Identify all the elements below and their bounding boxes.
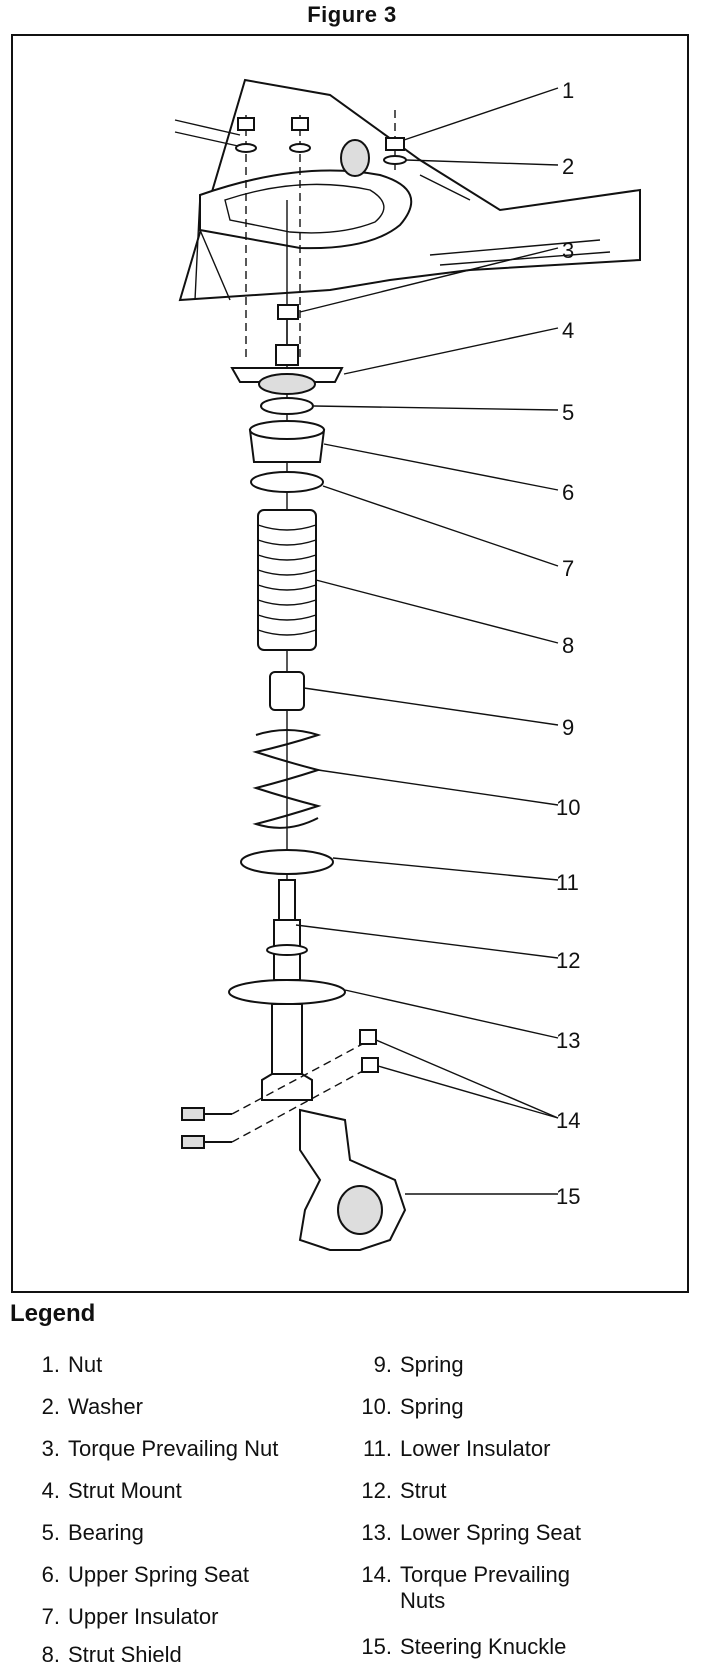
callout-14: 14	[556, 1108, 580, 1133]
strut	[228, 879, 346, 1101]
legend-item: 4.Strut Mount	[41, 1478, 182, 1503]
figure-title: Figure 3	[307, 2, 397, 27]
spring-bumper	[269, 671, 305, 711]
legend-item: 15.Steering Knuckle	[361, 1634, 567, 1659]
callout-12: 12	[556, 948, 580, 973]
legend-item: 10.Spring	[361, 1394, 464, 1419]
callout-labels: 1 2 3 4 5 6 7 8 9 10 11 12 13 14 15	[556, 78, 580, 1209]
callout-6: 6	[562, 480, 574, 505]
figure-frame	[11, 34, 689, 1293]
legend-item: 13.Lower Spring Seat	[361, 1520, 581, 1545]
legend-item: 9.Spring	[373, 1352, 464, 1377]
callout-10: 10	[556, 795, 580, 820]
callout-15: 15	[556, 1184, 580, 1209]
callout-4: 4	[562, 318, 574, 343]
callout-5: 5	[562, 400, 574, 425]
legend-title: Legend	[10, 1300, 96, 1327]
callout-2: 2	[562, 154, 574, 179]
leader-lines	[295, 87, 559, 1195]
coil-spring	[252, 729, 322, 829]
bearing	[260, 397, 314, 415]
legend-item: 11.Lower Insulator	[363, 1436, 551, 1461]
callout-3: 3	[562, 238, 574, 263]
upper-nuts	[235, 117, 407, 165]
legend-item: 6.Upper Spring Seat	[41, 1562, 249, 1587]
knuckle-bolts	[181, 1029, 379, 1149]
legend-item: 14.Torque Prevailing Nuts	[361, 1562, 570, 1613]
torque-prevailing-nut	[277, 304, 299, 345]
callout-8: 8	[562, 633, 574, 658]
legend-item: 12.Strut	[361, 1478, 447, 1503]
legend-item: 5.Bearing	[41, 1520, 144, 1545]
legend-item: 8.Strut Shield	[41, 1642, 182, 1667]
callout-13: 13	[556, 1028, 580, 1053]
lower-insulator	[240, 849, 334, 875]
legend-item: 3.Torque Prevailing Nut	[41, 1436, 279, 1461]
strut-mount	[230, 344, 344, 395]
legend-item: 1.Nut	[41, 1352, 103, 1377]
strut-shield	[257, 509, 317, 651]
callout-11: 11	[556, 870, 579, 895]
callout-9: 9	[562, 715, 574, 740]
strut-tower	[174, 78, 641, 302]
legend-item: 7.Upper Insulator	[41, 1604, 219, 1629]
lower-spring-seat	[228, 979, 346, 1005]
callout-7: 7	[562, 556, 574, 581]
upper-spring-seat	[248, 420, 326, 463]
steering-knuckle	[298, 1108, 407, 1251]
upper-insulator	[250, 471, 324, 493]
strut-assembly-diagram: 1 2 3 4 5 6 7 8 9 10 11 12 13 14 15	[174, 78, 641, 1251]
callout-1: 1	[562, 78, 574, 103]
legend-item: 2.Washer	[41, 1394, 143, 1419]
